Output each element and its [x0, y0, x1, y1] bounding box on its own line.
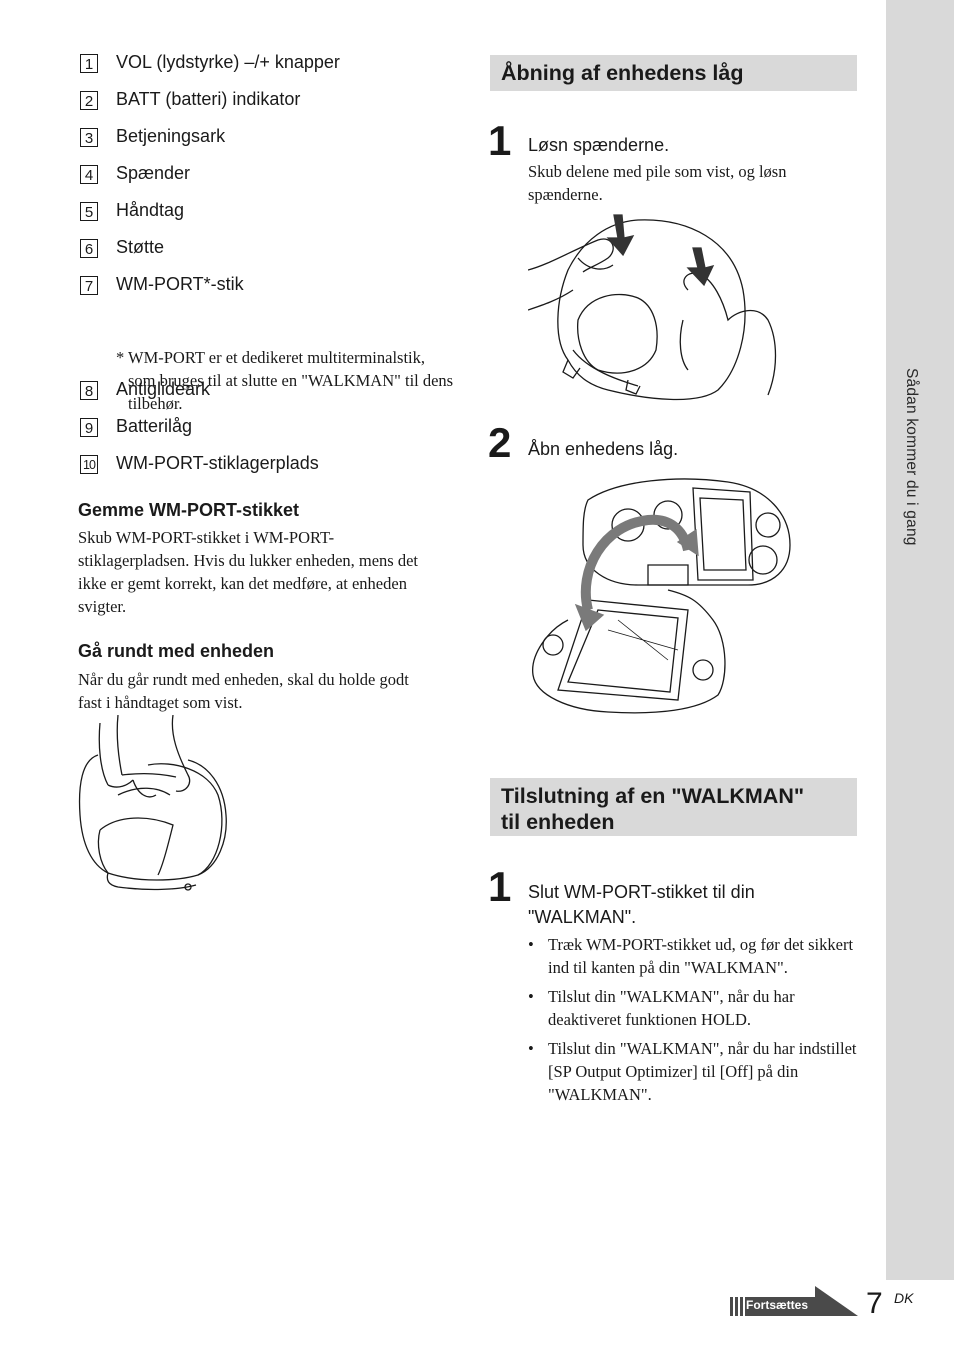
- part-row: 3 Betjeningsark: [80, 124, 450, 161]
- part-row: 4 Spænder: [80, 161, 450, 198]
- part-row: 10 WM-PORT-stiklagerplads: [80, 451, 450, 488]
- part-row: 1 VOL (lydstyrke) –/+ knapper: [80, 50, 450, 87]
- part-label: Batterilåg: [116, 416, 193, 436]
- part-row: 5 Håndtag: [80, 198, 450, 235]
- footnote: * WM-PORT er et dedikeret multiterminals…: [116, 346, 456, 415]
- bullet-text: Tilslut din "WALKMAN", når du har indsti…: [548, 1039, 857, 1104]
- step-text: Åbn enhedens låg.: [528, 439, 679, 459]
- part-number: 6: [80, 239, 98, 258]
- release-clasps-illustration: [528, 214, 777, 401]
- side-tab-label: Sådan kommer du i gang: [903, 368, 920, 546]
- part-label: Håndtag: [116, 200, 185, 220]
- step-text-line1: Slut WM-PORT-stikket til din: [528, 882, 755, 902]
- part-number: 7: [80, 276, 98, 295]
- continue-arrow: [730, 1286, 858, 1316]
- footnote-text: WM-PORT er et dedikeret multiterminalsti…: [128, 348, 454, 413]
- part-label: Spænder: [116, 163, 191, 183]
- page-suffix: DK: [894, 1290, 914, 1306]
- gaa-heading: Gå rundt med enheden: [78, 641, 275, 661]
- step-subtext: Skub delene med pile som vist, og løsn s…: [528, 162, 787, 204]
- part-number: 3: [80, 128, 98, 147]
- step-number: 1: [488, 863, 512, 910]
- step-text-line2: "WALKMAN".: [528, 907, 637, 927]
- tilslutning-heading-line1: Tilslutning af en "WALKMAN": [501, 784, 805, 808]
- open-lid-illustration: [532, 478, 791, 714]
- bullet-item: • Tilslut din "WALKMAN", når du har deak…: [528, 985, 858, 1031]
- side-tab: [886, 0, 954, 1280]
- part-row: 2 BATT (batteri) indikator: [80, 87, 450, 124]
- page-number: 7: [866, 1287, 883, 1320]
- part-number: 9: [80, 418, 98, 437]
- part-label: VOL (lydstyrke) –/+ knapper: [116, 52, 340, 72]
- part-row: 8 Antiglideark: [80, 377, 450, 414]
- parts-list: 1 VOL (lydstyrke) –/+ knapper 2 BATT (ba…: [80, 50, 453, 488]
- part-label: WM-PORT-stiklagerplads: [116, 453, 319, 473]
- part-row: 6 Støtte: [80, 235, 450, 272]
- part-label: WM-PORT*-stik: [116, 274, 244, 294]
- bullet-text: Tilslut din "WALKMAN", når du har deakti…: [548, 987, 795, 1029]
- aabning-heading: Åbning af enhedens låg: [490, 55, 857, 91]
- bullet-symbol: •: [528, 1039, 534, 1058]
- bullet-list: • Træk WM-PORT-stikket ud, og før det si…: [528, 933, 858, 1112]
- step-text: Løsn spænderne.: [528, 135, 670, 155]
- part-number: 4: [80, 165, 98, 184]
- part-number: 2: [80, 91, 98, 110]
- footnote-marker: *: [116, 348, 125, 367]
- bullet-symbol: •: [528, 987, 534, 1006]
- bullet-item: • Tilslut din "WALKMAN", når du har inds…: [528, 1037, 858, 1106]
- carry-illustration: [78, 715, 227, 891]
- part-row: 7 WM-PORT*-stik: [80, 272, 450, 309]
- part-number: 1: [80, 54, 98, 73]
- part-number: 5: [80, 202, 98, 221]
- gaa-text: Når du går rundt med enheden, skal du ho…: [78, 670, 409, 712]
- tilslutning-heading-line2: til enheden: [501, 810, 615, 834]
- part-label: Støtte: [116, 237, 165, 257]
- step-text: Slut WM-PORT-stikket til din "WALKMAN".: [528, 880, 848, 930]
- gemme-text: Skub WM-PORT-stikket i WM-PORT-stiklager…: [78, 528, 418, 616]
- bullet-item: • Træk WM-PORT-stikket ud, og før det si…: [528, 933, 858, 979]
- part-label: Betjeningsark: [116, 126, 226, 146]
- gemme-heading: Gemme WM-PORT-stikket: [78, 500, 300, 520]
- tilslutning-heading: Tilslutning af en "WALKMAN" til enheden: [490, 778, 857, 836]
- step-number: 1: [488, 117, 512, 164]
- part-number: 8: [80, 381, 98, 400]
- continue-label: Fortsættes: [746, 1298, 809, 1312]
- step-number: 2: [488, 419, 512, 466]
- bullet-text: Træk WM-PORT-stikket ud, og før det sikk…: [548, 935, 854, 977]
- part-label: Antiglideark: [116, 379, 211, 399]
- part-label: BATT (batteri) indikator: [116, 89, 301, 109]
- part-row: 9 Batterilåg: [80, 414, 450, 451]
- bullet-symbol: •: [528, 935, 534, 954]
- part-number: 10: [80, 455, 98, 474]
